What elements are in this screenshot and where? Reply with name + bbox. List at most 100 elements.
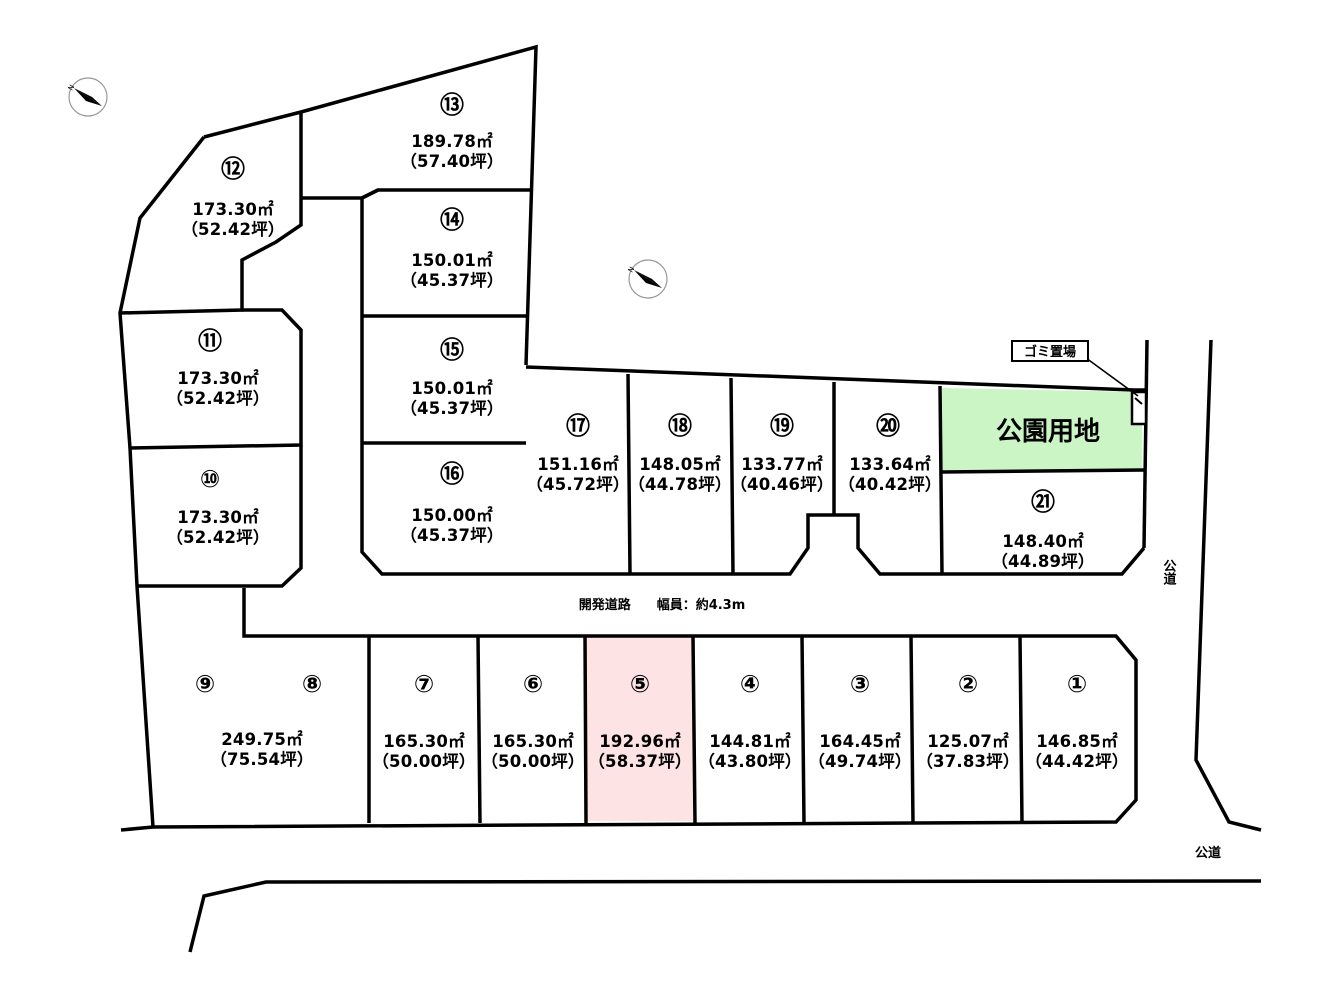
lot-tsubo: （50.00坪） [372, 751, 475, 771]
trash-area-leader [1085, 357, 1139, 397]
lot-tsubo: （44.78坪） [628, 474, 731, 494]
lot-tsubo: （40.46坪） [730, 474, 833, 494]
lot-area: 125.07㎡ [927, 731, 1009, 751]
lot-tsubo: （50.00坪） [481, 751, 584, 771]
lot-number: ⑲ [770, 412, 794, 440]
public-road-east-edge [1194, 339, 1262, 832]
west-edge [118, 135, 206, 828]
south-lot-line [120, 588, 1138, 832]
lot-area: 150.01㎡ [411, 378, 493, 398]
lot-labels: ① 146.85㎡（44.42坪） ② 125.07㎡（37.83坪） ③ 164.45㎡… [166, 91, 1128, 771]
lot-number: ③ [850, 670, 870, 698]
lot-number: ⑫ [221, 155, 245, 183]
lot-number: ⑤ [630, 670, 650, 698]
lot-area: 192.96㎡ [599, 731, 681, 751]
east-boundary [1142, 339, 1149, 549]
lot-number: ① [1067, 670, 1087, 698]
lot-number: ② [958, 670, 978, 698]
lot-area: 164.45㎡ [819, 731, 901, 751]
public-road-south-edge [188, 879, 1262, 953]
lot-area: 173.30㎡ [177, 507, 259, 527]
lot-area: 148.05㎡ [639, 454, 721, 474]
lot-tsubo: （43.80坪） [698, 751, 801, 771]
lot-tsubo: （44.42坪） [1025, 751, 1128, 771]
svg-text:N: N [627, 265, 637, 274]
lot-area: 148.40㎡ [1002, 531, 1084, 551]
lot-area: 146.85㎡ [1036, 731, 1118, 751]
lot-number: ⑦ [414, 670, 434, 698]
lot-number: ⑧ [302, 670, 322, 698]
lot-11-boundary [129, 308, 303, 450]
lot-tsubo: （40.42坪） [838, 474, 941, 494]
lot-tsubo: （45.72坪） [526, 474, 629, 494]
lot-2-1-divider [1018, 635, 1024, 824]
lot-5-highlight [586, 636, 693, 821]
lot-area: 133.77㎡ [741, 454, 823, 474]
lot-area: 173.30㎡ [192, 199, 274, 219]
lot-tsubo: （44.89坪） [991, 551, 1094, 571]
lot-number: ⑱ [668, 412, 692, 440]
trash-area-label: ゴミ置場 [1024, 344, 1076, 360]
public-road-east-label: 公道 [1161, 559, 1177, 586]
lot-area: 189.78㎡ [411, 131, 493, 151]
lot-tsubo: （52.42坪） [166, 527, 269, 547]
svg-text:N: N [67, 83, 77, 92]
park-label: 公園用地 [996, 417, 1100, 447]
lot-number: ⑥ [523, 670, 543, 698]
lot-tsubo: （75.54坪） [210, 749, 313, 769]
lot-20-21-divider [938, 385, 944, 575]
lots-14-16-west [360, 188, 526, 576]
lot-area: 150.00㎡ [411, 505, 493, 525]
lot-number: ⑰ [566, 412, 590, 440]
lot-tsubo: （52.42坪） [181, 219, 284, 239]
lot-area: 151.16㎡ [537, 454, 619, 474]
lot-number: ⑨ [195, 670, 215, 698]
lot-tsubo: （49.74坪） [808, 751, 911, 771]
lot-7-6-divider [476, 635, 482, 824]
lot-18-19-divider [729, 377, 735, 575]
lot-number: ⑮ [440, 336, 464, 364]
lot-tsubo: （57.40坪） [400, 151, 503, 171]
lot-6-5-divider [583, 635, 588, 824]
lot-number: ⑬ [440, 91, 464, 119]
lot-area: 249.75㎡ [221, 729, 303, 749]
lot-4-3-divider [800, 635, 806, 824]
lot-tsubo: （45.37坪） [400, 398, 503, 418]
lot-17-18-divider [626, 373, 632, 575]
lot-area: 150.01㎡ [411, 250, 493, 270]
lot-tsubo: （58.37坪） [588, 751, 691, 771]
lot-tsubo: （37.83坪） [916, 751, 1019, 771]
lot-tsubo: （52.42坪） [166, 388, 269, 408]
public-road-south-label: 公道 [1195, 845, 1221, 861]
lot-number: ④ [740, 670, 760, 698]
lots-17-21-south [526, 513, 1146, 576]
lot-number: ⑩ [200, 465, 220, 493]
lot-10-boundary [137, 445, 303, 588]
lot-5-4-divider [691, 635, 697, 824]
lot-13-boundary [301, 188, 532, 200]
park-area [942, 388, 1142, 470]
park-21-divider [941, 468, 1145, 474]
lot-12-boundary [119, 112, 303, 315]
lot-number: ⑭ [440, 206, 464, 234]
lot-area: 173.30㎡ [177, 368, 259, 388]
lot-number: ⑪ [198, 327, 222, 355]
lot-3-2-divider [909, 635, 915, 824]
trash-area-tag [1011, 340, 1089, 362]
lots-17-21-north [525, 365, 1146, 392]
lot-area: 133.64㎡ [849, 454, 931, 474]
lot-number: ㉑ [1031, 488, 1055, 516]
lot-tsubo: （45.37坪） [400, 270, 503, 290]
development-road-label: 開発道路 幅員：約4.3m [579, 597, 746, 613]
lot-area: 165.30㎡ [383, 731, 465, 751]
lot-area: 165.30㎡ [492, 731, 574, 751]
lot-area: 144.81㎡ [709, 731, 791, 751]
west-boundary [203, 44, 538, 366]
lot-tsubo: （45.37坪） [400, 525, 503, 545]
north-arrow-icon: N [627, 259, 668, 299]
lot-number: ⑳ [876, 412, 900, 440]
trash-area-mark [1134, 397, 1143, 405]
north-arrow-icon: N [67, 77, 108, 117]
trash-area-box [1130, 390, 1148, 426]
